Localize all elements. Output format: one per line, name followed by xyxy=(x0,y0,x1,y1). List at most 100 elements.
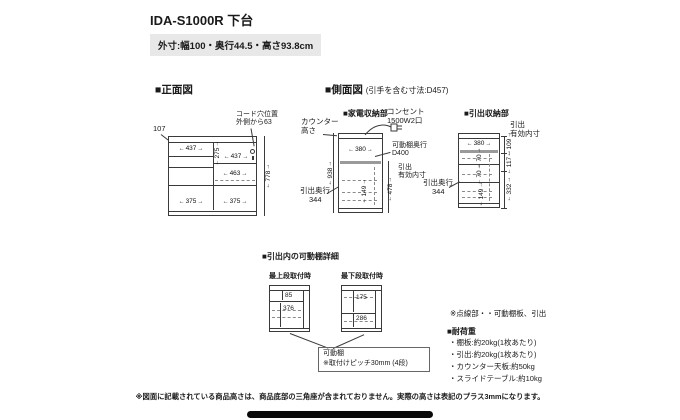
movable-shelf-callout xyxy=(318,347,430,372)
outlet-label-1: コンセント xyxy=(387,107,425,116)
cord-hole-mark xyxy=(252,156,254,160)
dim-380: 380 xyxy=(341,146,380,153)
page-title: IDA-S1000R 下台 xyxy=(150,13,254,28)
drawing-line xyxy=(303,290,304,328)
dim-437-left: 437 xyxy=(170,145,212,152)
dim-286: 286 xyxy=(356,315,367,322)
notes-block: ※点線部・・可動棚板、引出 ■耐荷重 ・棚板:約20kg(1枚あたり) ・引出:… xyxy=(445,305,670,390)
drawing-line xyxy=(213,185,256,186)
tick xyxy=(501,208,507,209)
load-item-counter: ・カウンター天板:約50kg xyxy=(449,362,535,371)
mini-cabinet-bottom-position: 175 286 xyxy=(341,285,382,332)
load-item-slide-table: ・スライドテーブル:約10kg xyxy=(449,374,542,383)
shelf-line xyxy=(342,313,375,314)
load-item-shelf: ・棚板:約20kg(1枚あたり) xyxy=(449,338,537,347)
drawer-depth-label: 引出奥行 xyxy=(423,178,453,187)
dim-437-right: 437 xyxy=(218,153,254,160)
counter-line xyxy=(339,138,382,139)
drawer-depth-label: 引出奥行 xyxy=(300,186,330,195)
cabinet-outline: 380 70 70 149 xyxy=(458,133,500,208)
dim-380: 380 xyxy=(460,140,498,147)
drawing-line xyxy=(342,290,381,291)
shelf-depth-label-1: 可動棚奥行 xyxy=(392,142,427,149)
front-view-drawing: 107 コード穴位置 外側から63 437 275 437 463 375 37… xyxy=(150,103,295,233)
outlet-label-2: 1500W2口 xyxy=(387,116,423,125)
counter-board-band xyxy=(340,161,381,164)
drawing-line xyxy=(169,156,213,157)
eff-inner-label-1: 引出 xyxy=(398,164,412,171)
plinth-line xyxy=(270,328,309,329)
dim-line xyxy=(353,314,354,327)
drawer-depth-value: 344 xyxy=(309,195,322,204)
dim-478: 478 xyxy=(386,174,394,204)
dotted-line-note: ※点線部・・可動棚板、引出 xyxy=(450,309,547,318)
drawing-line xyxy=(169,167,213,168)
bottom-position-label: 最下段取付時 xyxy=(341,273,383,280)
side-view-heading-text: ■側面図 xyxy=(325,84,363,96)
cord-hole-note-1: コード穴位置 xyxy=(236,111,278,118)
dim-463: 463 xyxy=(215,170,255,177)
callout-text-2: ※取付けピッチ30mm (4段) xyxy=(323,360,408,367)
mini-cabinet-top-position: 85 376 xyxy=(269,285,310,332)
plinth-line xyxy=(342,328,381,329)
tick xyxy=(501,153,507,154)
cabinet-outline: 437 275 437 463 375 375 xyxy=(168,136,257,216)
dim-376: 376 xyxy=(283,305,294,312)
top-position-label: 最上段取付時 xyxy=(269,273,311,280)
cord-hole-note-2: 外側から63 xyxy=(236,119,272,126)
drawer-section-label: ■引出収納部 xyxy=(464,109,509,118)
load-item-drawer: ・引出:約20kg(1枚あたり) xyxy=(449,350,537,359)
shelf-detail-drawing: ■引出内の可動棚詳細 最上段取付時 最下段取付時 85 376 175 286 xyxy=(255,248,445,383)
plinth-line xyxy=(459,203,499,204)
shelf-dashed-line xyxy=(344,321,373,322)
dim-line xyxy=(280,303,281,327)
counter-height-label-1: カウンター xyxy=(301,117,339,126)
counter-line xyxy=(459,138,499,139)
dim-line xyxy=(353,291,354,312)
dim-332: 332 xyxy=(505,176,513,202)
eff-inner-label-2: 有効内寸 xyxy=(510,129,540,138)
dashed-vertical-line xyxy=(489,154,490,201)
front-view-heading: ■正面図 xyxy=(155,84,193,96)
dim-107: 107 xyxy=(153,124,166,133)
counter-height-label-2: 高さ xyxy=(301,126,316,135)
dim-175: 175 xyxy=(356,294,367,301)
appliance-section-label: ■家電収納部 xyxy=(343,109,388,118)
plinth-line xyxy=(169,211,256,212)
shelf-dashed-line xyxy=(272,317,301,318)
dim-938: 938 xyxy=(326,158,334,188)
shelf-depth-label-2: D400 xyxy=(392,150,409,157)
tick xyxy=(501,171,507,172)
leader-line xyxy=(322,134,337,137)
home-indicator xyxy=(247,411,433,418)
side-view-heading-note: (引手を含む寸法:D457) xyxy=(365,86,449,95)
callout-text-1: 可動棚 xyxy=(323,350,344,357)
eff-inner-label-2: 有効内寸 xyxy=(398,172,426,179)
footer-note: ※図面に記載されている商品高さは、商品底部の三角座が含まれておりません。実際の高… xyxy=(135,392,545,401)
side-view-drawer-drawing: ■引出収納部 引出 有効内寸 380 70 70 149 109 117 332… xyxy=(420,103,565,238)
dim-149: 149 xyxy=(360,178,368,204)
outer-size-badge: 外寸:幅100・奥行44.5・高さ93.8cm xyxy=(150,34,322,56)
plinth-line xyxy=(339,208,382,209)
dim-117: 117 xyxy=(505,149,513,175)
drawing-line xyxy=(169,185,213,186)
cord-hole-icon xyxy=(250,149,255,154)
dim-375-right: 375 xyxy=(215,198,255,205)
dim-778: 778 xyxy=(264,161,272,191)
center-divider-line xyxy=(213,142,214,210)
side-view-heading: ■側面図 (引手を含む寸法:D457) xyxy=(325,84,448,96)
outlet-plug-icon xyxy=(364,123,402,136)
load-capacity-heading: ■耐荷重 xyxy=(447,327,476,336)
cabinet-outline: 380 149 xyxy=(338,133,383,213)
drawer-depth-value: 344 xyxy=(432,187,445,196)
dashed-vertical-line xyxy=(374,167,375,205)
shelf-dashed-line xyxy=(344,297,373,298)
shelf-line xyxy=(270,301,303,302)
shelf-dashed-line xyxy=(272,310,301,311)
tick xyxy=(501,136,507,137)
dim-line xyxy=(282,291,283,300)
drawing-line xyxy=(270,290,309,291)
dim-85: 85 xyxy=(285,292,293,299)
dim-375-left: 375 xyxy=(170,198,212,205)
